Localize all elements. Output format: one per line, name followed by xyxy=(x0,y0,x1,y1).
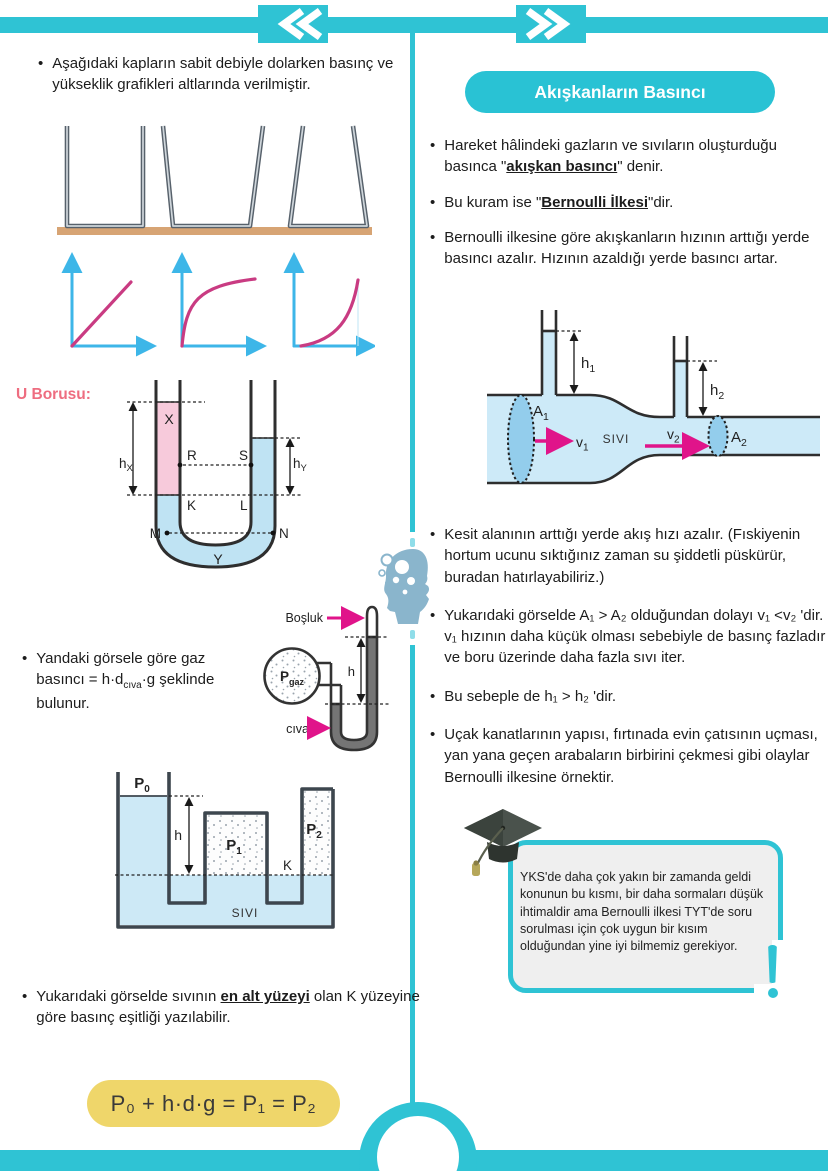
convex-curve xyxy=(299,278,360,348)
label-hy: hY xyxy=(293,456,308,474)
fluid-pressure-bullets: •Hareket hâlindeki gazların ve sıvıların… xyxy=(430,135,822,283)
label-h1: h1 xyxy=(581,355,595,375)
label-p2: P2 xyxy=(306,821,322,841)
column-divider xyxy=(410,33,415,532)
label-h: h xyxy=(174,827,182,843)
gas-p1 xyxy=(207,815,265,875)
bernoulli-bullets: •Kesit alanının arttığı yerde akış hızı … xyxy=(430,524,826,805)
bullet-item: •Kesit alanının arttığı yerde akış hızı … xyxy=(430,526,801,586)
exclamation-dot xyxy=(768,988,778,998)
label-civa: cıva xyxy=(286,722,309,736)
double-chevron-right-icon xyxy=(525,7,571,41)
bullet-item: •Uçak kanatlarının yapısı, fırtınada evi… xyxy=(430,726,818,786)
top-banner xyxy=(0,5,828,43)
bullet-item: •Aşağıdaki kapların sabit debiyle dolark… xyxy=(38,55,394,94)
exam-note-box xyxy=(508,840,783,993)
double-chevron-left-icon xyxy=(277,7,323,41)
label-sivi: SIVI xyxy=(232,906,259,920)
intro-bullet: •Aşağıdaki kapların sabit debiyle dolark… xyxy=(38,53,404,96)
pressure-height-graphs xyxy=(61,252,375,357)
label-s: S xyxy=(239,448,248,463)
cross-section-a1 xyxy=(507,394,535,484)
manometer-figure: h Boşluk cıva Pgaz xyxy=(263,605,389,752)
container-widening-up xyxy=(160,125,266,229)
liquid-x xyxy=(156,402,180,495)
label-v2: v2 xyxy=(667,426,680,446)
label-v1: v1 xyxy=(576,434,589,454)
section-header: Akışkanların Basıncı xyxy=(465,71,775,113)
label-r: R xyxy=(187,448,197,463)
label-x: X xyxy=(164,411,174,427)
mercury xyxy=(331,637,377,750)
venturi-figure: h1 h2 A1 A2 v1 v2 SIVI xyxy=(487,310,820,485)
bullet-item: •Yukarıdaki görselde A₁ > A₂ olduğundan … xyxy=(430,606,826,667)
cross-section-a2 xyxy=(707,415,729,457)
column-divider xyxy=(410,645,415,1103)
label-sivi: SIVI xyxy=(603,432,630,446)
label-m: M xyxy=(150,526,161,541)
label-a1: A1 xyxy=(533,403,549,423)
bullet-item: •Bu sebeple de h₁ > h₂ 'dir. xyxy=(430,687,617,705)
label-hx: hX xyxy=(119,456,134,474)
label-h: h xyxy=(348,664,355,679)
gas-pressure-bullet: •Yandaki görsele göre gaz basıncı = h·dc… xyxy=(22,648,244,715)
bullet-item: •Yandaki görsele göre gaz basıncı = h·dc… xyxy=(22,650,215,713)
label-k: K xyxy=(187,498,196,513)
label-bosluk: Boşluk xyxy=(285,611,323,625)
graduation-cap-icon xyxy=(464,809,542,876)
container-straight xyxy=(64,126,146,229)
tank-figure: h P0 P1 P2 K SIVI xyxy=(115,772,335,929)
label-p1: P1 xyxy=(226,837,242,857)
liquid-body xyxy=(120,875,331,925)
label-a2: A2 xyxy=(731,429,747,449)
exclamation-icon xyxy=(768,945,777,983)
u-tube-heading: U Borusu: xyxy=(16,386,91,403)
label-h2: h2 xyxy=(710,382,724,402)
divider-dash xyxy=(410,630,415,639)
concave-curve xyxy=(180,277,257,348)
linear-curve xyxy=(70,280,133,348)
label-k: K xyxy=(283,858,292,873)
thinking-head-icon xyxy=(378,549,430,624)
conclusion-bullet: •Yukarıdaki görselde sıvının en alt yüze… xyxy=(22,986,422,1029)
pressure-formula: P₀ + h·d·g = P₁ = P₂ xyxy=(87,1080,340,1127)
label-l: L xyxy=(240,498,248,513)
bullet-item: •Hareket hâlindeki gazların ve sıvıların… xyxy=(430,137,777,176)
exam-note-text: YKS'de daha çok yakın bir zamanda geldi … xyxy=(520,870,764,953)
containers-figure xyxy=(57,125,372,235)
u-tube-figure: X hX hY R S K L M N Y xyxy=(119,380,308,569)
label-pgaz: Pgaz xyxy=(280,669,305,687)
divider-dash xyxy=(410,538,415,547)
bullet-item: •Bernoulli ilkesine göre akışkanların hı… xyxy=(430,228,810,268)
label-n: N xyxy=(279,526,289,541)
bullet-item: •Bu kuram ise "Bernoulli İlkesi"dir. xyxy=(430,193,674,211)
gas-p2 xyxy=(304,791,331,875)
label-y: Y xyxy=(213,551,223,567)
gas-flask xyxy=(263,647,321,705)
bullet-item: •Yukarıdaki görselde sıvının en alt yüze… xyxy=(22,988,420,1027)
label-p0: P0 xyxy=(134,775,150,795)
ground xyxy=(57,227,372,235)
